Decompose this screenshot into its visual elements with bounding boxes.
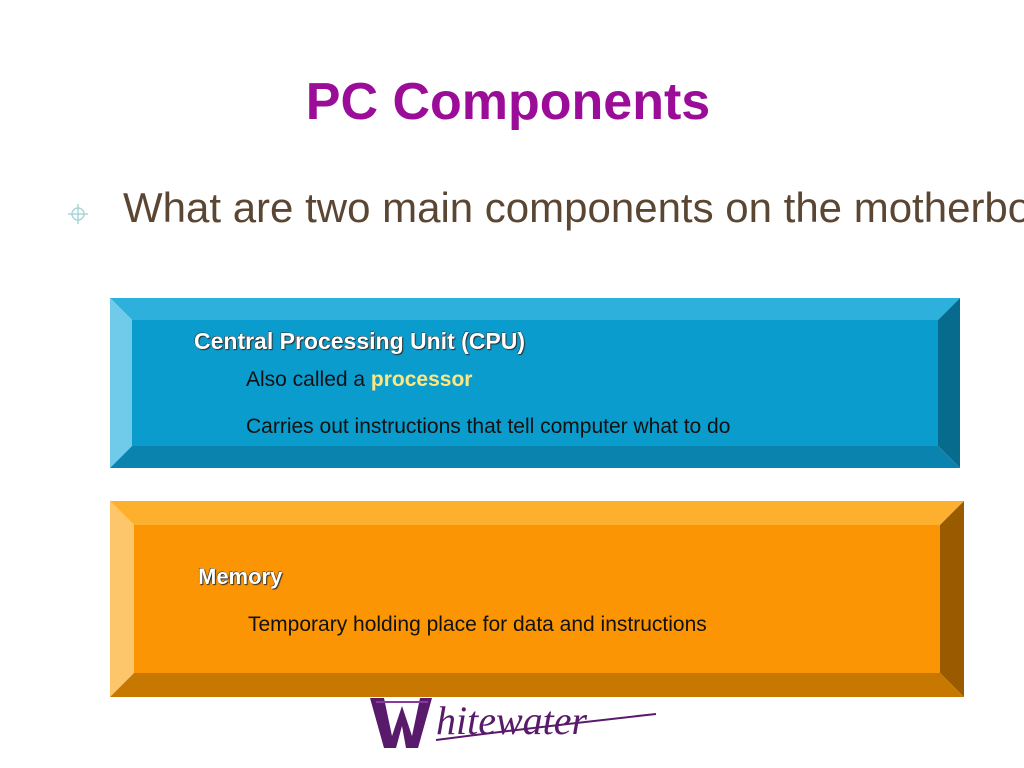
svg-text:hitewater: hitewater — [436, 698, 588, 743]
memory-line-1: Temporary holding place for data and ins… — [248, 613, 707, 636]
bullet-item: What are two main components on the moth… — [60, 184, 1024, 244]
cpu-line-1-prefix: Also called a — [246, 368, 371, 391]
cpu-line-2: Carries out instructions that tell compu… — [246, 415, 731, 438]
bullet-text: What are two main components on the moth… — [123, 184, 1024, 231]
processor-term: processor — [370, 368, 473, 391]
cpu-box: Central Processing Unit (CPU) Also calle… — [110, 298, 960, 468]
cpu-box-bevel — [110, 298, 960, 468]
cpu-heading: Central Processing Unit (CPU) — [194, 328, 525, 354]
memory-box: Memory Temporary holding place for data … — [110, 501, 964, 697]
whitewater-logo: hitewater — [366, 696, 666, 752]
memory-heading: Memory — [198, 564, 283, 589]
crosshair-bullet-icon — [66, 202, 90, 231]
cpu-line-1: Also called a processor — [246, 368, 472, 392]
memory-box-bevel — [110, 501, 964, 697]
slide-title: PC Components — [305, 73, 711, 131]
